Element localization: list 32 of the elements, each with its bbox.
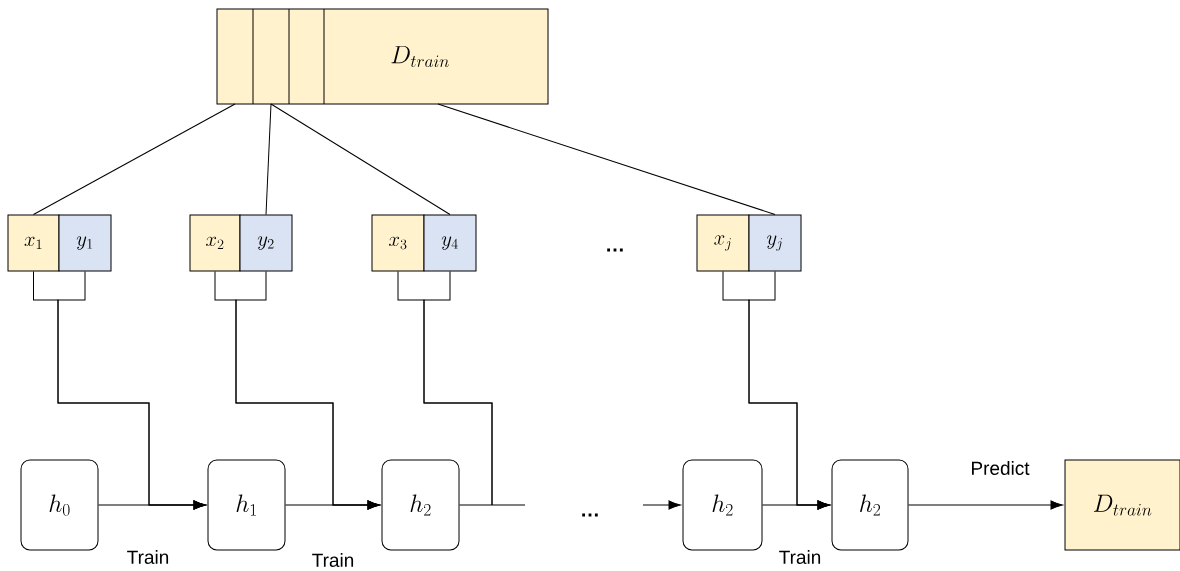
- connector-line: [459, 504, 526, 506]
- arrow: [908, 500, 1063, 510]
- arrow: [285, 500, 380, 510]
- bracket-connector: [423, 271, 493, 506]
- ellipsis: …: [582, 513, 598, 517]
- edge-label: Train: [125, 549, 171, 565]
- model-box: $h_2$: [381, 459, 460, 551]
- connector-line: [270, 103, 451, 215]
- label-cell: $y_j$: [748, 214, 802, 272]
- model-box: $h_0$: [20, 459, 99, 551]
- arrow: [642, 500, 681, 510]
- edge-label: Train: [310, 552, 356, 568]
- arrow: [98, 500, 206, 510]
- model-box: $h_2$: [682, 459, 763, 551]
- feature-cell: $x_2$: [189, 214, 241, 272]
- label-cell: $y_1$: [58, 214, 112, 272]
- feature-cell: $x_3$: [371, 214, 425, 272]
- prediction-box: $D_{train}$: [1064, 459, 1180, 551]
- feature-cell: $x_1$: [7, 214, 60, 272]
- label-cell: $y_2$: [239, 214, 293, 272]
- model-box: $h_1$: [207, 459, 286, 551]
- ellipsis: …: [607, 248, 623, 252]
- edge-label: Train: [777, 549, 823, 565]
- label-cell: $y_4$: [423, 214, 477, 272]
- arrow: [762, 500, 830, 510]
- connector-line: [33, 103, 236, 215]
- connector-line: [437, 103, 776, 215]
- dataset-box: $D_{train}$: [216, 8, 549, 105]
- model-box: $h_2$: [831, 459, 909, 551]
- connector-line: [265, 103, 272, 215]
- feature-cell: $x_j$: [696, 214, 750, 272]
- edge-label: Predict: [969, 460, 1031, 476]
